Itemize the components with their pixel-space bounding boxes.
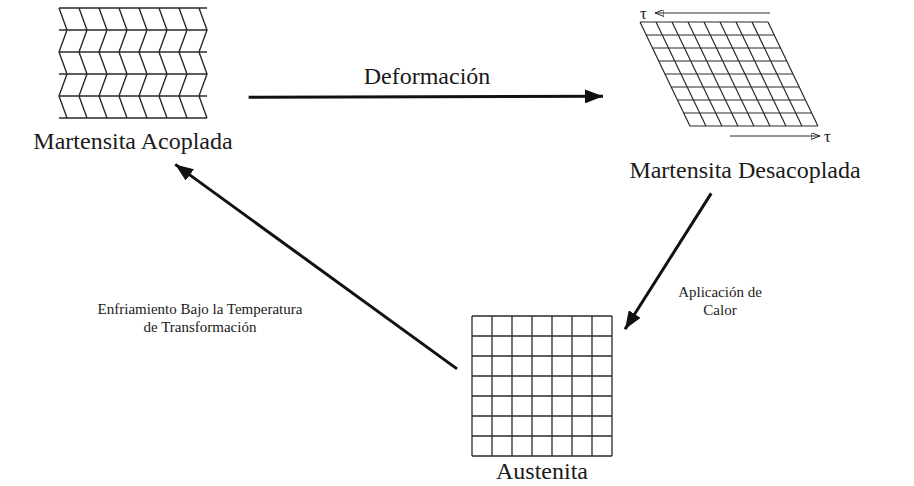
twinned-lattice [55,6,211,122]
phase-node: Martensita Desacoplada [615,2,875,183]
phase-caption: Martensita Acoplada [27,128,238,154]
lattice-lines [59,8,207,118]
transition-arrow [249,95,603,99]
phase-caption: Martensita Desacoplada [615,157,875,183]
lattice-lines [640,22,818,126]
phase-node: Austenita [467,312,617,484]
phase-node: Martensita Acoplada [27,4,238,154]
austenite-lattice [470,314,614,458]
shear-arrow [655,13,770,14]
transition-arrow [175,164,457,368]
lattice-lines [472,316,612,456]
shear-arrow [730,136,820,137]
transition-arrow [625,193,711,329]
stress-symbol: τ [824,127,831,147]
phase-caption: Austenita [467,458,617,484]
transition-label: Aplicación de Calor [670,283,770,319]
stress-symbol: τ [640,4,647,24]
transition-label: Deformación [337,62,517,91]
transition-label: Enfriamiento Bajo la Temperatura de Tran… [95,300,305,336]
